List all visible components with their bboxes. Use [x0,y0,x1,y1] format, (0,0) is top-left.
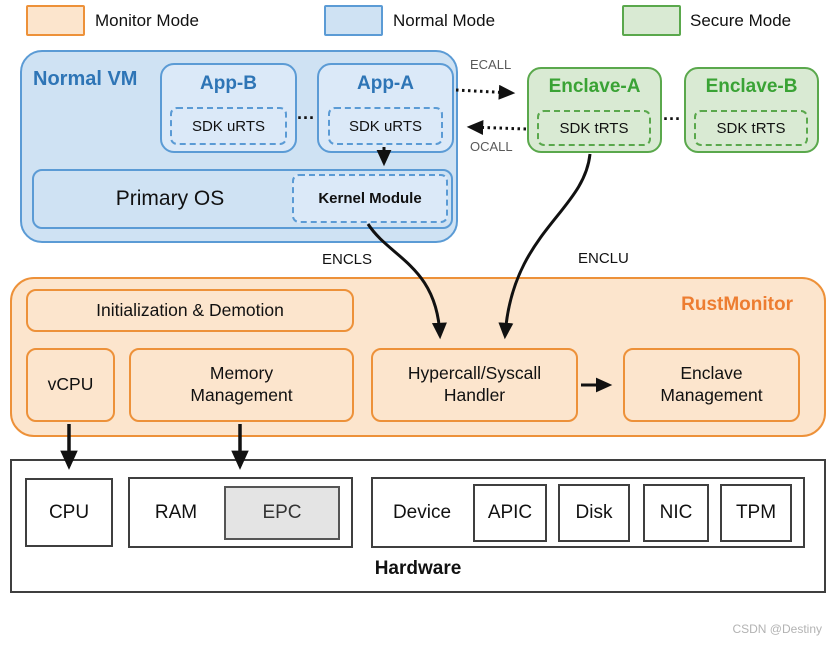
hypercall-syscall-box: Hypercall/Syscall Handler [371,348,578,422]
apic-box: APIC [473,484,547,542]
kernel-module-box: Kernel Module [292,174,448,223]
legend-label-monitor-mode: Monitor Mode [95,11,199,30]
legend-swatch-normal-mode [324,5,383,36]
app-b-title: App-B [200,73,257,94]
device-label: Device [392,501,452,523]
ocall-arrow [466,119,527,135]
legend-swatch-secure-mode [622,5,681,36]
enclave-management-label: Enclave Management [660,363,763,405]
rustmonitor-title: RustMonitor [681,294,793,315]
enclave-management-box: Enclave Management [623,348,800,422]
legend-swatch-monitor-mode [26,5,85,36]
ram-label: RAM [154,501,198,523]
legend-label-secure-mode: Secure Mode [690,11,792,30]
app-b-sdk-urts: SDK uRTS [170,107,287,145]
cpu-box: CPU [25,478,113,547]
ocall-label: OCALL [470,139,513,154]
app-a-title: App-A [357,73,414,94]
init-demotion-box: Initialization & Demotion [26,289,354,332]
apps-ellipsis: ... [297,103,316,123]
tpm-box: TPM [720,484,792,542]
ecall-label: ECALL [470,57,512,72]
enclaves-ellipsis: ... [663,104,682,124]
nic-box: NIC [643,484,709,542]
vcpu-box: vCPU [26,348,115,422]
enclave-b-title: Enclave-B [705,76,798,97]
hardware-title: Hardware [374,558,462,579]
enclave-b-sdk-trts: SDK tRTS [694,110,808,146]
ecall-arrow [455,84,516,100]
enclave-a-title: Enclave-A [548,76,641,97]
memory-management-label: Memory Management [190,363,293,405]
enclave-a-sdk-trts: SDK tRTS [537,110,651,146]
epc-box: EPC [224,486,340,540]
encls-label: ENCLS [322,251,373,268]
enclu-label: ENCLU [578,250,629,267]
memory-management-box: Memory Management [129,348,354,422]
primary-os-label: Primary OS [115,187,225,210]
watermark: CSDN @Destiny [732,622,822,636]
hypercall-syscall-label: Hypercall/Syscall Handler [407,363,542,405]
legend-label-normal-mode: Normal Mode [393,11,496,30]
app-a-sdk-urts: SDK uRTS [328,107,443,145]
disk-box: Disk [558,484,630,542]
normal-vm-title: Normal VM [33,68,138,90]
